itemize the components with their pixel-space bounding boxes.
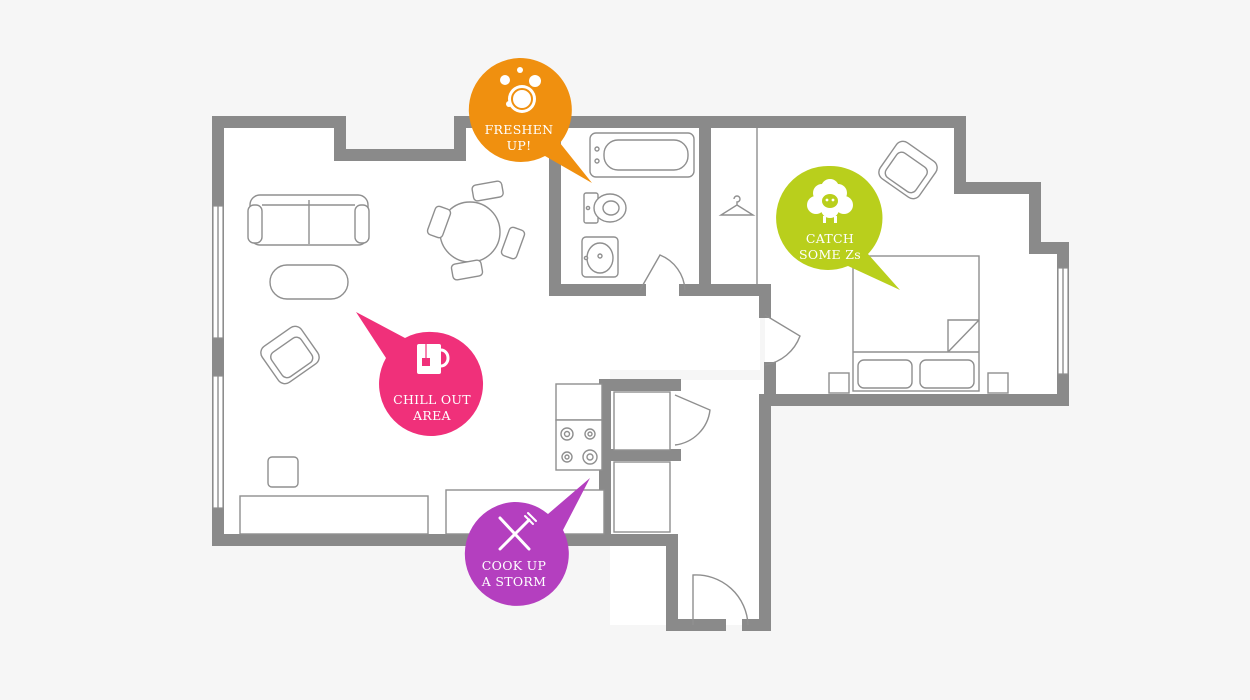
sink <box>581 236 619 278</box>
bedroom-armchair <box>878 140 938 200</box>
bubble-line1: COOK UP <box>482 558 546 573</box>
doors <box>639 254 801 626</box>
bubble-line2: AREA <box>412 408 451 423</box>
windows <box>212 205 1069 509</box>
storage-closets <box>613 391 671 533</box>
dining-table <box>426 180 526 281</box>
bubble-freshen-up: FRESHEN UP! <box>468 57 592 184</box>
bubble-line2: A STORM <box>481 574 546 589</box>
wardrobe <box>718 128 758 284</box>
armchair <box>260 325 320 385</box>
fork-knife-icon <box>498 512 537 551</box>
bubble-chill-out-area: CHILL OUT AREA <box>356 312 484 436</box>
ottoman <box>267 456 299 488</box>
bathtub <box>589 132 695 178</box>
mug-icon <box>417 344 450 374</box>
bubble-line2: UP! <box>507 138 532 153</box>
stove <box>555 383 603 471</box>
bubble-catch-some-zs: CATCH SOME Zs <box>776 165 900 290</box>
sheep-icon <box>807 179 853 223</box>
tv-cabinet <box>239 495 429 535</box>
bubble-line1: CATCH <box>806 231 854 246</box>
bubble-cook-up-a-storm: COOK UP A STORM <box>464 478 590 606</box>
sofa <box>247 194 370 246</box>
bubble-line1: CHILL OUT <box>393 392 471 407</box>
walls <box>212 116 1069 631</box>
bubble-line2: SOME Zs <box>799 247 861 262</box>
toilet <box>583 192 627 224</box>
bubble-line1: FRESHEN <box>485 122 554 137</box>
coffee-table <box>269 264 349 300</box>
bed <box>828 255 1009 394</box>
hanger-icon <box>718 195 756 216</box>
